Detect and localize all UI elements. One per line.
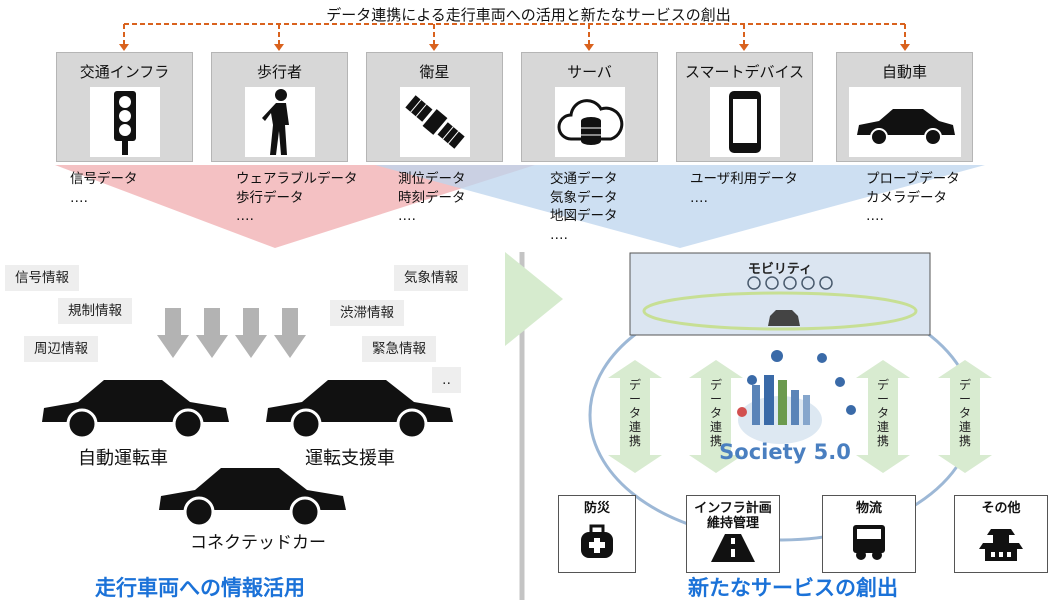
source-label: 交通インフラ (79, 63, 170, 81)
first-aid-bag-icon (581, 524, 613, 558)
source-server: サーバ (521, 52, 658, 162)
data-link-label-3: データ連携 (876, 378, 889, 448)
road-icon (711, 534, 755, 562)
info-congestion: 渋滞情報 (330, 300, 404, 326)
source-label: 歩行者 (256, 63, 302, 81)
satellite-icon (399, 87, 470, 157)
top-connector-arrowheads (119, 44, 910, 51)
data-item: 交通データ (550, 171, 618, 187)
data-item: ‥‥ (550, 226, 569, 243)
source-satellite: 衛星 (366, 52, 503, 162)
data-list-pedestrian: ウェアラブルデータ 歩行データ ‥‥ (236, 170, 358, 226)
driver-assist-car-label: 運転支援車 (305, 448, 395, 469)
source-label: スマートデバイス (684, 63, 805, 81)
data-item: ウェアラブルデータ (236, 171, 358, 187)
truck-icon (853, 525, 885, 560)
mobility-people-icon (747, 276, 833, 290)
source-smart-device: スマートデバイス (676, 52, 813, 162)
data-item: ‥‥ (398, 208, 417, 224)
data-item: ‥‥ (70, 189, 89, 206)
service-other: その他 (954, 495, 1048, 573)
source-pedestrian: 歩行者 (211, 52, 348, 162)
castle-icon (979, 529, 1023, 561)
data-link-label-1: データ連携 (628, 378, 641, 448)
service-label: インフラ計画 (694, 501, 772, 516)
society-label: Society 5.0 (719, 440, 851, 464)
connected-car-label: コネクテッドカー (190, 533, 326, 553)
source-label: 衛星 (419, 63, 450, 81)
mobility-car-icon (768, 310, 800, 326)
car-icon (848, 87, 961, 157)
data-item: プローブデータ (866, 171, 960, 187)
data-item: 時刻データ (398, 189, 466, 206)
data-item: 測位データ (398, 171, 466, 187)
right-data-fan (375, 165, 985, 248)
data-list-satellite: 測位データ 時刻データ ‥‥ (398, 170, 466, 226)
data-item: ‥‥ (690, 189, 709, 206)
smart-city-icon (737, 350, 856, 444)
driver-assist-car-icon (266, 380, 453, 440)
source-label: 自動車 (881, 63, 927, 81)
flow-arrow (505, 252, 563, 346)
data-item: ユーザ利用データ (690, 171, 798, 187)
info-signal: 信号情報 (5, 265, 79, 291)
source-label: サーバ (567, 63, 612, 81)
service-disaster-prevention: 防災 (558, 495, 636, 573)
data-item: ‥‥ (236, 208, 255, 224)
pedestrian-icon (244, 87, 315, 157)
data-item: 気象データ (550, 189, 618, 206)
source-car: 自動車 (836, 52, 973, 162)
autonomous-car-icon (42, 380, 229, 440)
service-label: 防災 (583, 501, 610, 516)
info-emergency: 緊急情報 (362, 336, 436, 362)
data-list-server: 交通データ 気象データ 地図データ ‥‥ (550, 170, 618, 244)
data-item: カメラデータ (866, 189, 947, 206)
info-regulation: 規制情報 (58, 298, 132, 324)
service-logistics: 物流 (822, 495, 916, 573)
traffic-light-icon (89, 87, 160, 157)
info-weather: 気象情報 (394, 265, 468, 291)
data-link-label-2: データ連携 (709, 378, 722, 448)
autonomous-car-label: 自動運転車 (78, 448, 168, 469)
flow-caption: データ連携による走行車両への活用と新たなサービスの創出 (326, 6, 731, 24)
data-item: 歩行データ (236, 189, 304, 206)
cloud-server-icon (554, 87, 625, 157)
right-section-title: 新たなサービスの創出 (688, 576, 898, 600)
mobility-label: モビリティ (747, 262, 813, 277)
service-label: 維持管理 (706, 516, 759, 531)
data-item: ‥‥ (866, 208, 885, 224)
info-surroundings: 周辺情報 (24, 336, 98, 362)
service-infrastructure: インフラ計画 維持管理 (686, 495, 780, 573)
info-more: ‥ (432, 367, 462, 393)
service-label: 物流 (855, 501, 882, 516)
data-list-smart-device: ユーザ利用データ ‥‥ (690, 170, 798, 207)
left-data-fan (55, 165, 535, 248)
source-traffic-infra: 交通インフラ (56, 52, 193, 162)
connected-car-icon (159, 468, 346, 528)
smartphone-icon (709, 87, 780, 157)
data-link-label-4: データ連携 (958, 378, 971, 448)
data-list-car: プローブデータ カメラデータ ‥‥ (866, 170, 960, 226)
service-label: その他 (981, 501, 1021, 516)
left-section-title: 走行車両への情報活用 (95, 576, 305, 600)
top-connector (123, 23, 906, 46)
info-down-arrows (157, 308, 306, 358)
data-link-arrows (608, 360, 992, 473)
data-item: 信号データ (70, 171, 138, 187)
data-list-traffic-infra: 信号データ ‥‥ (70, 170, 138, 207)
data-item: 地図データ (550, 208, 618, 224)
